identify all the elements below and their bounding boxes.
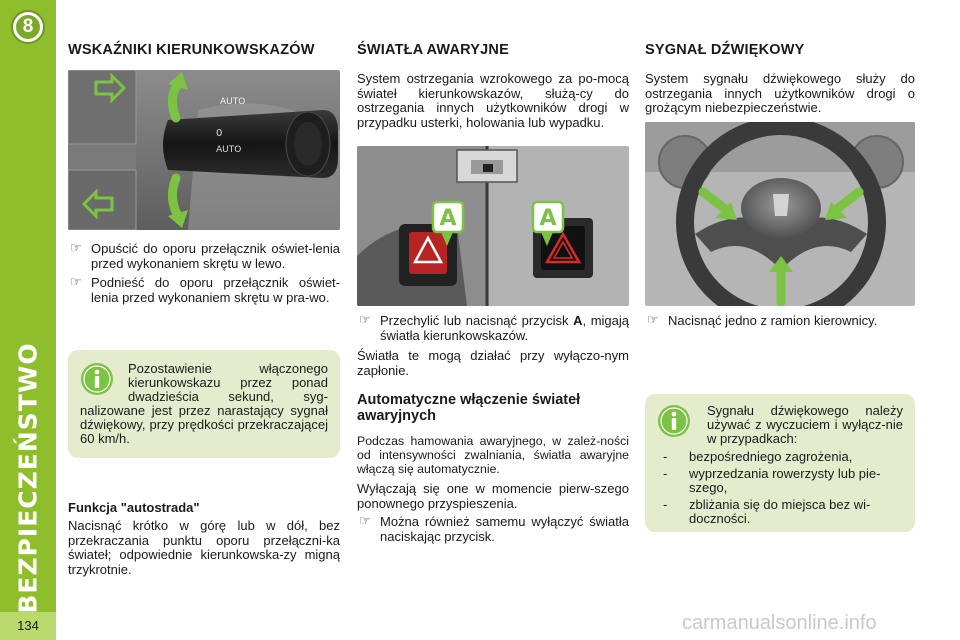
peugeot-logo (773, 194, 789, 216)
auto-hazard-title: Automatyczne włączenie świateł awaryjnyc… (357, 392, 581, 424)
list-item: zbliżania się do miejsca bez wi-docznośc… (657, 497, 903, 527)
steering-wheel-illustration (645, 122, 915, 306)
section-title-turn-signals: WSKAŹNIKI KIERUNKOWSKAZÓW (68, 42, 315, 58)
horn-intro: System sygnału dźwiękowego służy do ostr… (645, 71, 915, 115)
stalk-illustration: 0 AUTO AUTO (68, 70, 340, 230)
info-box-turn-signal: Pozostawienie włączonego kierunkowskazu … (68, 350, 340, 458)
section-title-hazard-lights: ŚWIATŁA AWARYJNE (357, 42, 509, 58)
arrow-icon (94, 72, 127, 104)
watermark: carmanualsonline.info (682, 612, 877, 634)
info-icon (81, 363, 113, 395)
stalk-photo: 0 AUTO AUTO (68, 70, 340, 230)
steering-wheel-photo (645, 122, 915, 306)
chapter-title: BEZPIECZEŃSTWO (13, 342, 43, 614)
column-horn: SYGNAŁ DŹWIĘKOWY System sygnału dźwiękow… (645, 0, 915, 532)
horn-usage-list: bezpośredniego zagrożenia, wyprzedzania … (657, 449, 903, 527)
arrow-icon (168, 173, 188, 228)
chapter-number: 8 (16, 15, 40, 39)
arrow-icon (769, 256, 793, 306)
turn-signal-instructions: Opuścić do oporu przełącznik oświet-leni… (68, 241, 340, 305)
list-item: bezpośredniego zagrożenia, (657, 449, 903, 465)
stalk-label-auto-top: AUTO (220, 97, 245, 107)
bullet-horn-press: Nacisnąć jedno z ramion kierownicy. (645, 313, 915, 329)
hazard-triangle-icon (412, 235, 444, 264)
info-box-horn: Sygnału dźwiękowego należy używać z wycz… (645, 394, 915, 532)
label-a-left: A (439, 206, 456, 231)
hazard-triangle-icon (544, 231, 582, 264)
bullet-hazard-key: A (573, 313, 583, 328)
bullet-hazard-press: Przechylić lub nacisnąć przycisk A, miga… (357, 313, 629, 343)
chapter-sidebar: 8 BEZPIECZEŃSTWO 134 (0, 0, 56, 640)
info-text-turn-signal: Pozostawienie włączonego kierunkowskazu … (80, 361, 328, 446)
page-number: 134 (0, 612, 56, 640)
bullet-turn-left: Opuścić do oporu przełącznik oświet-leni… (68, 241, 340, 271)
arrow-icon (81, 188, 114, 220)
arrow-icon (168, 72, 188, 123)
autostrada-text: Nacisnąć krótko w górę lub w dół, bez pr… (68, 518, 340, 577)
info-text-horn: Sygnału dźwiękowego należy używać z wycz… (707, 403, 903, 446)
hazard-ignition-note: Światła te mogą działać przy wyłączo-nym… (357, 348, 629, 378)
auto-hazard-body: Podczas hamowania awaryjnego, w zależ-no… (357, 434, 629, 544)
bullet-turn-right: Podnieść do oporu przełącznik oświet-len… (68, 275, 340, 305)
hazard-intro: System ostrzegania wzrokowego za po-mocą… (357, 71, 629, 130)
hazard-instructions: Przechylić lub nacisnąć przycisk A, miga… (357, 313, 629, 378)
section-title-horn: SYGNAŁ DŹWIĘKOWY (645, 42, 805, 58)
autostrada-section: Funkcja "autostrada" Nacisnąć krótko w g… (68, 500, 340, 577)
bullet-hazard-prefix: Przechylić lub nacisnąć przycisk (380, 313, 574, 328)
label-a-right-badge: A (531, 200, 565, 246)
bullet-hazard-suffix: , migają światła kierunkowskazów. (380, 313, 629, 343)
auto-hazard-p1: Podczas hamowania awaryjnego, w zależ-no… (357, 434, 629, 476)
hazard-illustration: A A (357, 146, 629, 306)
label-a-left-badge: A (431, 200, 465, 246)
list-item: wyprzedzania rowerzysty lub pie-szego, (657, 466, 903, 496)
auto-hazard-p2: Wyłączają się one w momencie pierw-szego… (357, 481, 629, 511)
arrow-icon (825, 187, 864, 220)
label-a-right: A (539, 206, 556, 231)
arrow-icon (698, 187, 737, 220)
stalk-label-auto-mid: AUTO (216, 145, 241, 155)
bullet-auto-hazard-off: Można również samemu wyłączyć światła na… (357, 514, 629, 544)
chapter-badge: 8 (11, 10, 45, 44)
stalk-label-zero: 0 (216, 128, 222, 139)
hazard-photo: A A (357, 146, 629, 306)
info-icon (658, 405, 690, 437)
autostrada-title: Funkcja "autostrada" (68, 500, 200, 515)
